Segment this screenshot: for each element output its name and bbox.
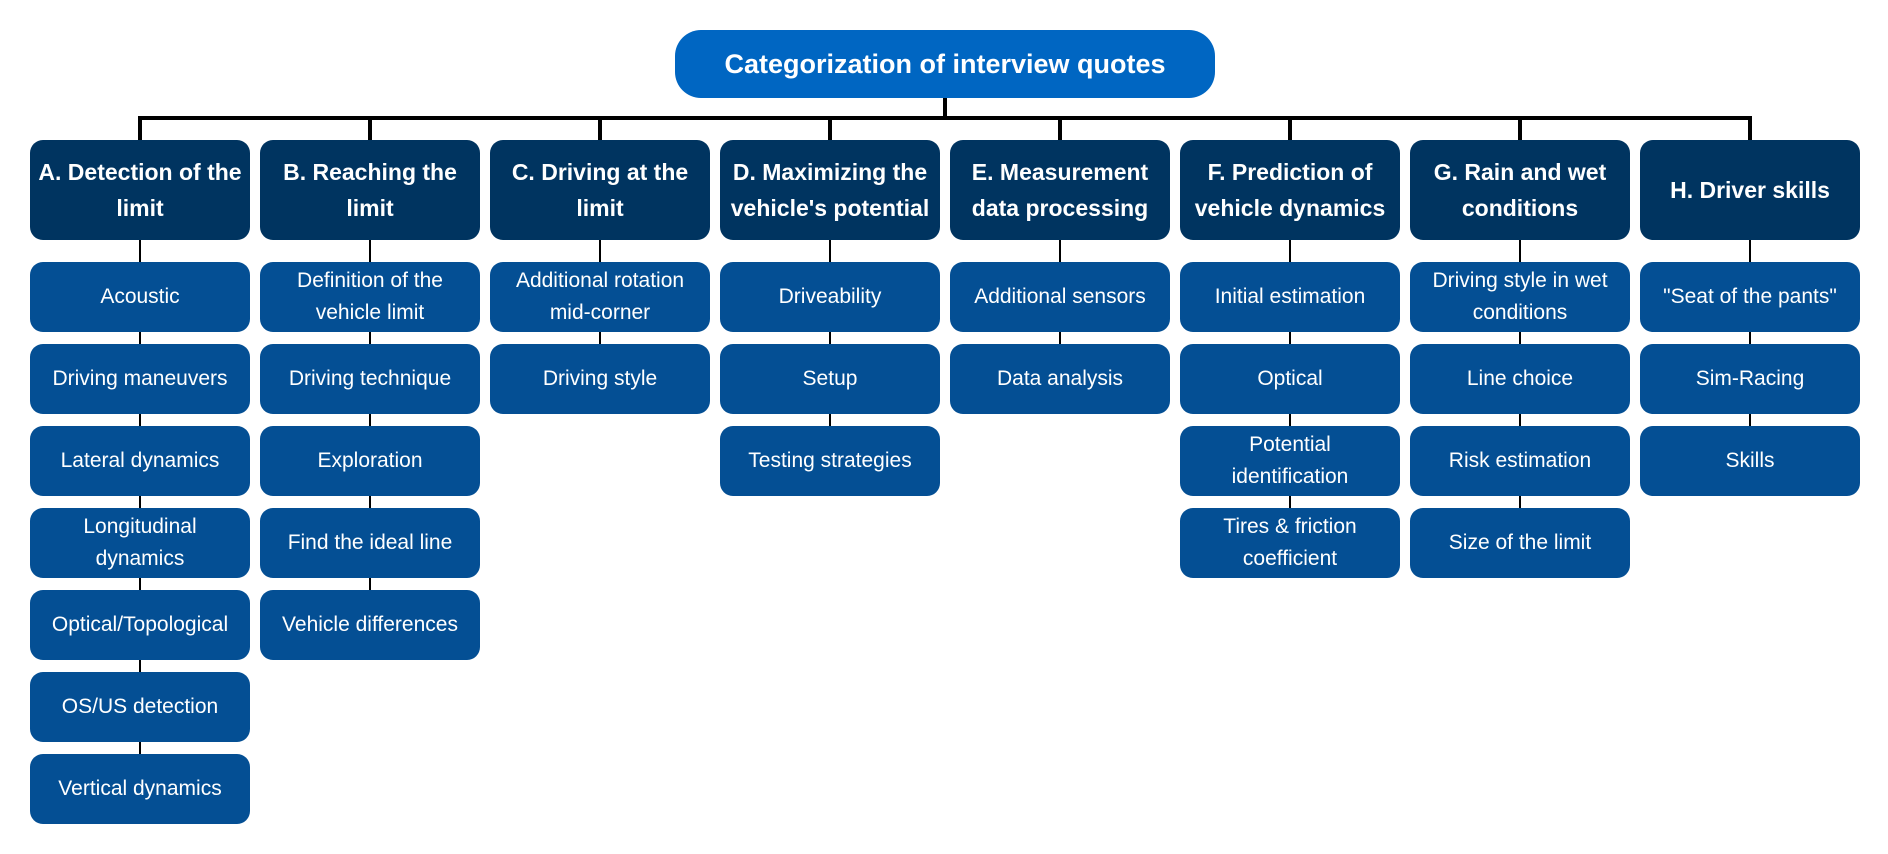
subcategory-item: Lateral dynamics: [30, 426, 250, 496]
subcategory-item: Driving style in wet conditions: [1410, 262, 1630, 332]
category-node: E. Measurement data processing: [950, 140, 1170, 240]
category-node: D. Maximizing the vehicle's potential: [720, 140, 940, 240]
subcategory-item: Data analysis: [950, 344, 1170, 414]
subcategory-item: Driveability: [720, 262, 940, 332]
subcategory-item: Driving style: [490, 344, 710, 414]
subcategory-item: Skills: [1640, 426, 1860, 496]
subcategory-item: Additional rotation mid-corner: [490, 262, 710, 332]
subcategory-item: Vehicle differences: [260, 590, 480, 660]
subcategory-item: Optical: [1180, 344, 1400, 414]
subcategory-item: Exploration: [260, 426, 480, 496]
root-connector: [943, 98, 947, 118]
category-node: F. Prediction of vehicle dynamics: [1180, 140, 1400, 240]
category-drop-connector: [1288, 118, 1292, 140]
subcategory-item: Vertical dynamics: [30, 754, 250, 824]
subcategory-item: Find the ideal line: [260, 508, 480, 578]
subcategory-item: Longitudinal dynamics: [30, 508, 250, 578]
subcategory-item: "Seat of the pants": [1640, 262, 1860, 332]
category-node: B. Reaching the limit: [260, 140, 480, 240]
category-node: H. Driver skills: [1640, 140, 1860, 240]
category-drop-connector: [1748, 118, 1752, 140]
category-node: G. Rain and wet conditions: [1410, 140, 1630, 240]
category-drop-connector: [828, 118, 832, 140]
subcategory-item: Optical/Topological: [30, 590, 250, 660]
root-node-title: Categorization of interview quotes: [675, 30, 1215, 98]
subcategory-item: Driving technique: [260, 344, 480, 414]
subcategory-item: Definition of the vehicle limit: [260, 262, 480, 332]
subcategory-item: Initial estimation: [1180, 262, 1400, 332]
subcategory-item: Acoustic: [30, 262, 250, 332]
subcategory-item: Potential identification: [1180, 426, 1400, 496]
category-drop-connector: [138, 118, 142, 140]
category-drop-connector: [598, 118, 602, 140]
subcategory-item: OS/US detection: [30, 672, 250, 742]
subcategory-item: Risk estimation: [1410, 426, 1630, 496]
category-node: C. Driving at the limit: [490, 140, 710, 240]
subcategory-item: Line choice: [1410, 344, 1630, 414]
category-bus-connector: [138, 116, 1752, 120]
subcategory-item: Additional sensors: [950, 262, 1170, 332]
subcategory-item: Sim-Racing: [1640, 344, 1860, 414]
category-node: A. Detection of the limit: [30, 140, 250, 240]
subcategory-item: Driving maneuvers: [30, 344, 250, 414]
subcategory-item: Size of the limit: [1410, 508, 1630, 578]
subcategory-item: Setup: [720, 344, 940, 414]
category-drop-connector: [368, 118, 372, 140]
subcategory-item: Testing strategies: [720, 426, 940, 496]
category-drop-connector: [1058, 118, 1062, 140]
category-drop-connector: [1518, 118, 1522, 140]
subcategory-item: Tires & friction coefficient: [1180, 508, 1400, 578]
